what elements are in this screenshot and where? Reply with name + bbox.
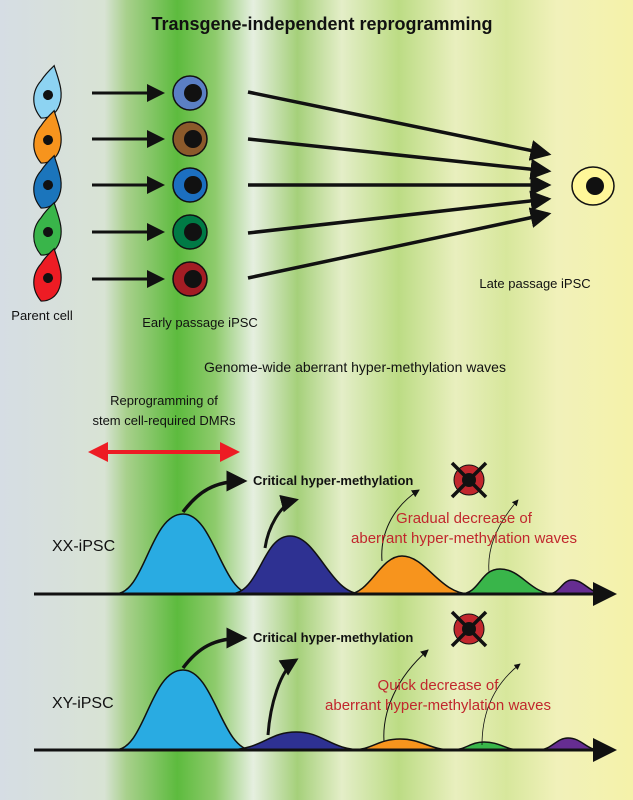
reprogramming-label-line1: Reprogramming of: [110, 393, 218, 408]
xy-critical-label: Critical hyper-methylation: [253, 630, 413, 645]
xx-panel: Critical hyper-methylation XX-iPSC Gradu…: [34, 461, 617, 606]
minor-arrow-3: [383, 649, 429, 743]
converging-arrows: [247, 90, 552, 280]
critical-arrow-2: [263, 494, 299, 549]
waves-heading: Genome-wide aberrant hyper-methylation w…: [204, 359, 506, 375]
crossed-out-cell-icon: [450, 610, 488, 648]
xx-decrease-line1: Gradual decrease of: [396, 510, 533, 527]
crossed-out-cell-icon: [450, 461, 488, 499]
late-passage-cell: [571, 166, 615, 206]
round-cell-icon: [172, 261, 208, 297]
parent-cell-icon: [33, 154, 62, 209]
xy-iPSC-label: XY-iPSC: [52, 695, 114, 712]
arrow: [247, 137, 552, 180]
xy-panel: Critical hyper-methylation XY-iPSC Quick…: [34, 610, 617, 762]
parent-cells: [33, 64, 62, 302]
minor-arrow-4: [481, 663, 521, 746]
late-passage-label: Late passage iPSC: [479, 276, 590, 291]
parent-cell-icon: [33, 109, 62, 164]
reprogramming-label-line2: stem cell-required DMRs: [92, 413, 236, 428]
critical-arrow-2: [266, 658, 299, 736]
parent-cell-label: Parent cell: [11, 308, 73, 323]
wave-1: [114, 513, 253, 595]
arrow: [247, 190, 552, 235]
xy-decrease-line2: aberrant hyper-methylation waves: [325, 697, 551, 714]
early-passage-label: Early passage iPSC: [142, 315, 258, 330]
minor-arrow-3: [381, 489, 420, 562]
wave-1: [114, 669, 253, 751]
arrow: [247, 207, 552, 280]
arrow: [247, 90, 552, 161]
wave-2: [229, 535, 363, 595]
parent-cell-icon: [33, 201, 62, 256]
parent-cell-icon: [33, 247, 62, 302]
round-cell-icon: [172, 214, 208, 250]
parent-cell-icon: [33, 64, 62, 119]
round-cell-icon: [172, 121, 208, 157]
critical-arrow-1: [181, 470, 248, 514]
early-ipsc-cells: [172, 75, 208, 297]
xx-critical-label: Critical hyper-methylation: [253, 473, 413, 488]
parent-to-ipsc-arrows: [92, 84, 165, 288]
diagram-title: Transgene-independent reprogramming: [151, 14, 492, 34]
wave-3: [347, 555, 471, 595]
wave-4: [459, 568, 556, 595]
critical-arrow-1: [181, 627, 248, 670]
minor-arrow-4: [488, 499, 519, 573]
xx-iPSC-label: XX-iPSC: [52, 538, 115, 555]
xx-decrease-line2: aberrant hyper-methylation waves: [351, 530, 577, 547]
round-cell-icon: [172, 167, 208, 203]
xy-decrease-line1: Quick decrease of: [378, 677, 500, 694]
round-cell-icon: [172, 75, 208, 111]
wave-2: [225, 731, 365, 751]
